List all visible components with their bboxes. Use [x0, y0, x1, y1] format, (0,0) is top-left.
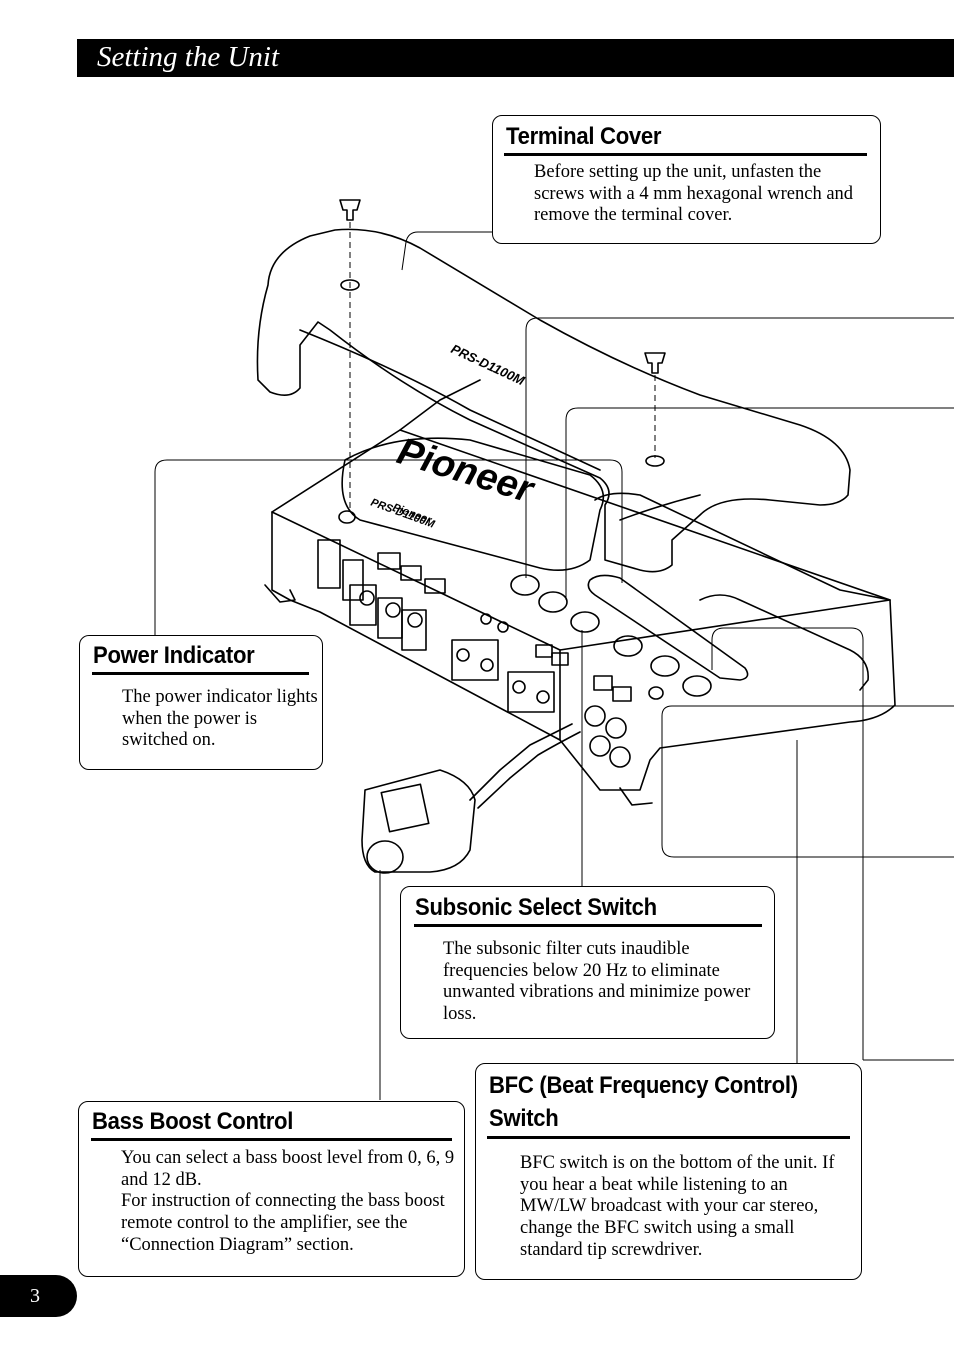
bfc-callout: BFC (Beat Frequency Control) Switch BFC … [475, 1063, 862, 1280]
page-title: Setting the Unit [97, 41, 280, 73]
bass-boost-text: You can select a bass boost level from 0… [121, 1148, 459, 1257]
terminal-cover-rule [504, 153, 867, 156]
page-number: 3 [30, 1285, 40, 1307]
bfc-title-line-2: Switch [489, 1105, 559, 1132]
bass-boost-callout: Bass Boost Control You can select a bass… [78, 1101, 465, 1277]
subsonic-select-text: The subsonic filter cuts inaudible frequ… [443, 939, 751, 1025]
terminal-cover [256, 228, 851, 573]
leader-terminal-cover [401, 231, 493, 271]
leader-edge-1 [525, 317, 954, 578]
screw-right [644, 352, 666, 374]
bfc-title-line-1: BFC (Beat Frequency Control) [489, 1072, 798, 1099]
bass-boost-text-1: You can select a bass boost level from 0… [121, 1148, 455, 1190]
bass-boost-text-2: For instruction of connecting the bass b… [121, 1191, 445, 1255]
power-indicator-rule [92, 672, 309, 675]
cover-model-label: PRS-D1100M [449, 341, 528, 389]
leader-edge-2 [565, 407, 954, 600]
bfc-rule [487, 1136, 850, 1139]
bass-boost-title: Bass Boost Control [92, 1108, 294, 1135]
brand-logo: Pioneer [392, 430, 540, 512]
leader-edge-3 [661, 705, 954, 858]
leader-edge-4 [711, 627, 864, 1060]
header-bar: Setting the Unit [77, 39, 954, 77]
subsonic-select-rule [414, 924, 762, 927]
screw-left [339, 199, 361, 221]
terminal-cover-callout: Terminal Cover Before setting up the uni… [492, 115, 881, 244]
subsonic-select-callout: Subsonic Select Switch The subsonic filt… [400, 886, 775, 1039]
amplifier-body [271, 429, 896, 791]
terminal-cover-text: Before setting up the unit, unfasten the… [534, 162, 854, 226]
power-indicator-text: The power indicator lights when the powe… [122, 687, 318, 751]
power-indicator-callout: Power Indicator The power indicator ligh… [79, 635, 323, 770]
power-indicator-title: Power Indicator [93, 642, 255, 669]
remote-unit [361, 769, 476, 873]
bass-boost-rule [91, 1138, 452, 1141]
page-number-tab: 3 [0, 1275, 77, 1317]
leader-power-indicator [154, 459, 623, 635]
bfc-text: BFC switch is on the bottom of the unit.… [520, 1153, 835, 1260]
subsonic-select-title: Subsonic Select Switch [415, 894, 657, 921]
terminal-cover-title: Terminal Cover [506, 123, 662, 150]
